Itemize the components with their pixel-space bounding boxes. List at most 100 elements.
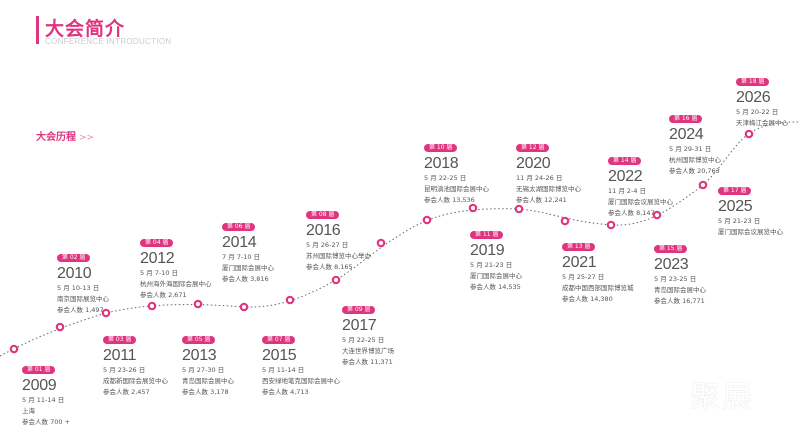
- event-year: 2020: [516, 155, 551, 172]
- edition-badge: 第 09 届: [342, 306, 376, 314]
- event-detail: 5 月 11-14 日: [262, 366, 305, 374]
- event-detail: 成都新国际会展览中心: [103, 377, 168, 385]
- timeline-dot: [101, 308, 111, 318]
- timeline-event: 第 17 届 2025 5 月 21-23 日厦门国际会议展览中心: [718, 177, 783, 238]
- timeline-dot: [376, 238, 386, 248]
- event-detail: 5 月 7-10 日: [140, 269, 179, 277]
- event-year: 2018: [424, 155, 459, 172]
- event-year: 2011: [103, 347, 137, 364]
- event-detail: 参会人数 8,165: [306, 263, 353, 271]
- event-year: 2010: [57, 265, 92, 282]
- edition-badge: 第 07 届: [262, 336, 296, 344]
- event-detail: 参会人数 16,771: [654, 297, 705, 305]
- event-detail: 11 月 2-4 日: [608, 187, 647, 195]
- event-detail: 参会人数 700 +: [22, 418, 70, 426]
- page-subtitle: CONFERENCE INTRODUCTION: [45, 37, 172, 46]
- event-detail: 5 月 21-23 日: [718, 217, 761, 225]
- title-accent-bar: [36, 16, 39, 44]
- event-detail: 5 月 27-30 日: [182, 366, 225, 374]
- event-detail: 青岛国际会展中心: [182, 377, 234, 385]
- event-detail: 5 月 21-23 日: [470, 261, 513, 269]
- edition-badge: 第 06 届: [222, 223, 256, 231]
- event-detail: 5 月 11-14 日: [22, 396, 65, 404]
- event-year: 2021: [562, 254, 597, 271]
- page-title: 大会简介: [45, 18, 126, 40]
- edition-badge: 第 08 届: [306, 211, 340, 219]
- timeline-dot: [514, 204, 524, 214]
- event-detail: 参会人数 20,763: [669, 167, 720, 175]
- event-detail: 厦门国际会议展览中心: [608, 198, 673, 206]
- event-detail: 参会人数 8,147: [608, 209, 655, 217]
- event-year: 2012: [140, 250, 175, 267]
- event-detail: 西安绿地笔克国际会展中心: [262, 377, 340, 385]
- event-detail: 南京国际展览中心: [57, 295, 109, 303]
- event-detail: 参会人数 11,371: [342, 358, 393, 366]
- edition-badge: 第 18 届: [736, 78, 770, 86]
- event-year: 2026: [736, 89, 771, 106]
- timeline-dot: [331, 275, 341, 285]
- event-detail: 参会人数 2,457: [103, 388, 150, 396]
- edition-badge: 第 12 届: [516, 144, 550, 152]
- event-detail: 5 月 10-13 日: [57, 284, 100, 292]
- timeline-event: 第 14 届 2022 11 月 2-4 日厦门国际会议展览中心参会人数 8,147: [608, 147, 673, 219]
- event-detail: 参会人数 1,497: [57, 306, 104, 314]
- edition-badge: 第 17 届: [718, 187, 752, 195]
- timeline-dot: [193, 299, 203, 309]
- edition-badge: 第 15 届: [654, 245, 688, 253]
- timeline-event: 第 03 届 2011 5 月 23-26 日成都新国际会展览中心参会人数 2,45…: [103, 326, 168, 398]
- edition-badge: 第 01 届: [22, 366, 56, 374]
- event-detail: 5 月 26-27 日: [306, 241, 349, 249]
- event-year: 2013: [182, 347, 217, 364]
- event-detail: 大连世界博览广场: [342, 347, 394, 355]
- event-detail: 参会人数 13,536: [424, 196, 475, 204]
- event-detail: 5 月 22-25 日: [342, 336, 385, 344]
- event-detail: 11 月 24-26 日: [516, 174, 563, 182]
- event-detail: 5 月 25-27 日: [562, 273, 605, 281]
- event-detail: 参会人数 4,713: [262, 388, 309, 396]
- event-detail: 苏州国际博览中心举办: [306, 252, 371, 260]
- edition-badge: 第 14 届: [608, 157, 642, 165]
- event-detail: 成都中国西部国际博览城: [562, 284, 634, 292]
- timeline-dot: [560, 216, 570, 226]
- event-year: 2009: [22, 377, 57, 394]
- timeline-dot: [422, 215, 432, 225]
- event-detail: 上海: [22, 407, 35, 415]
- edition-badge: 第 03 届: [103, 336, 137, 344]
- event-detail: 5 月 22-25 日: [424, 174, 467, 182]
- event-detail: 参会人数 3,816: [222, 275, 269, 283]
- edition-badge: 第 16 届: [669, 115, 703, 123]
- timeline-dot: [239, 302, 249, 312]
- event-detail: 厦门国际会议展览中心: [718, 228, 783, 236]
- section-arrows: >>: [79, 133, 95, 143]
- timeline-dot: [698, 180, 708, 190]
- event-detail: 5 月 23-26 日: [103, 366, 146, 374]
- section-heading: 大会历程>>: [36, 128, 94, 143]
- timeline-dot: [606, 220, 616, 230]
- event-detail: 参会人数 3,178: [182, 388, 229, 396]
- edition-badge: 第 11 届: [470, 231, 504, 239]
- timeline-dot: [147, 301, 157, 311]
- edition-badge: 第 13 届: [562, 243, 596, 251]
- event-year: 2019: [470, 242, 505, 259]
- timeline-dot: [652, 210, 662, 220]
- edition-badge: 第 04 届: [140, 239, 174, 247]
- event-year: 2025: [718, 198, 753, 215]
- event-detail: 厦门国际会展中心: [222, 264, 274, 272]
- edition-badge: 第 02 届: [57, 254, 91, 262]
- event-year: 2024: [669, 126, 704, 143]
- timeline-dot: [468, 203, 478, 213]
- edition-badge: 第 05 届: [182, 336, 216, 344]
- event-year: 2022: [608, 168, 643, 185]
- event-year: 2014: [222, 234, 257, 251]
- event-detail: 参会人数 2,671: [140, 291, 187, 299]
- event-detail: 无锡太湖国际博览中心: [516, 185, 581, 193]
